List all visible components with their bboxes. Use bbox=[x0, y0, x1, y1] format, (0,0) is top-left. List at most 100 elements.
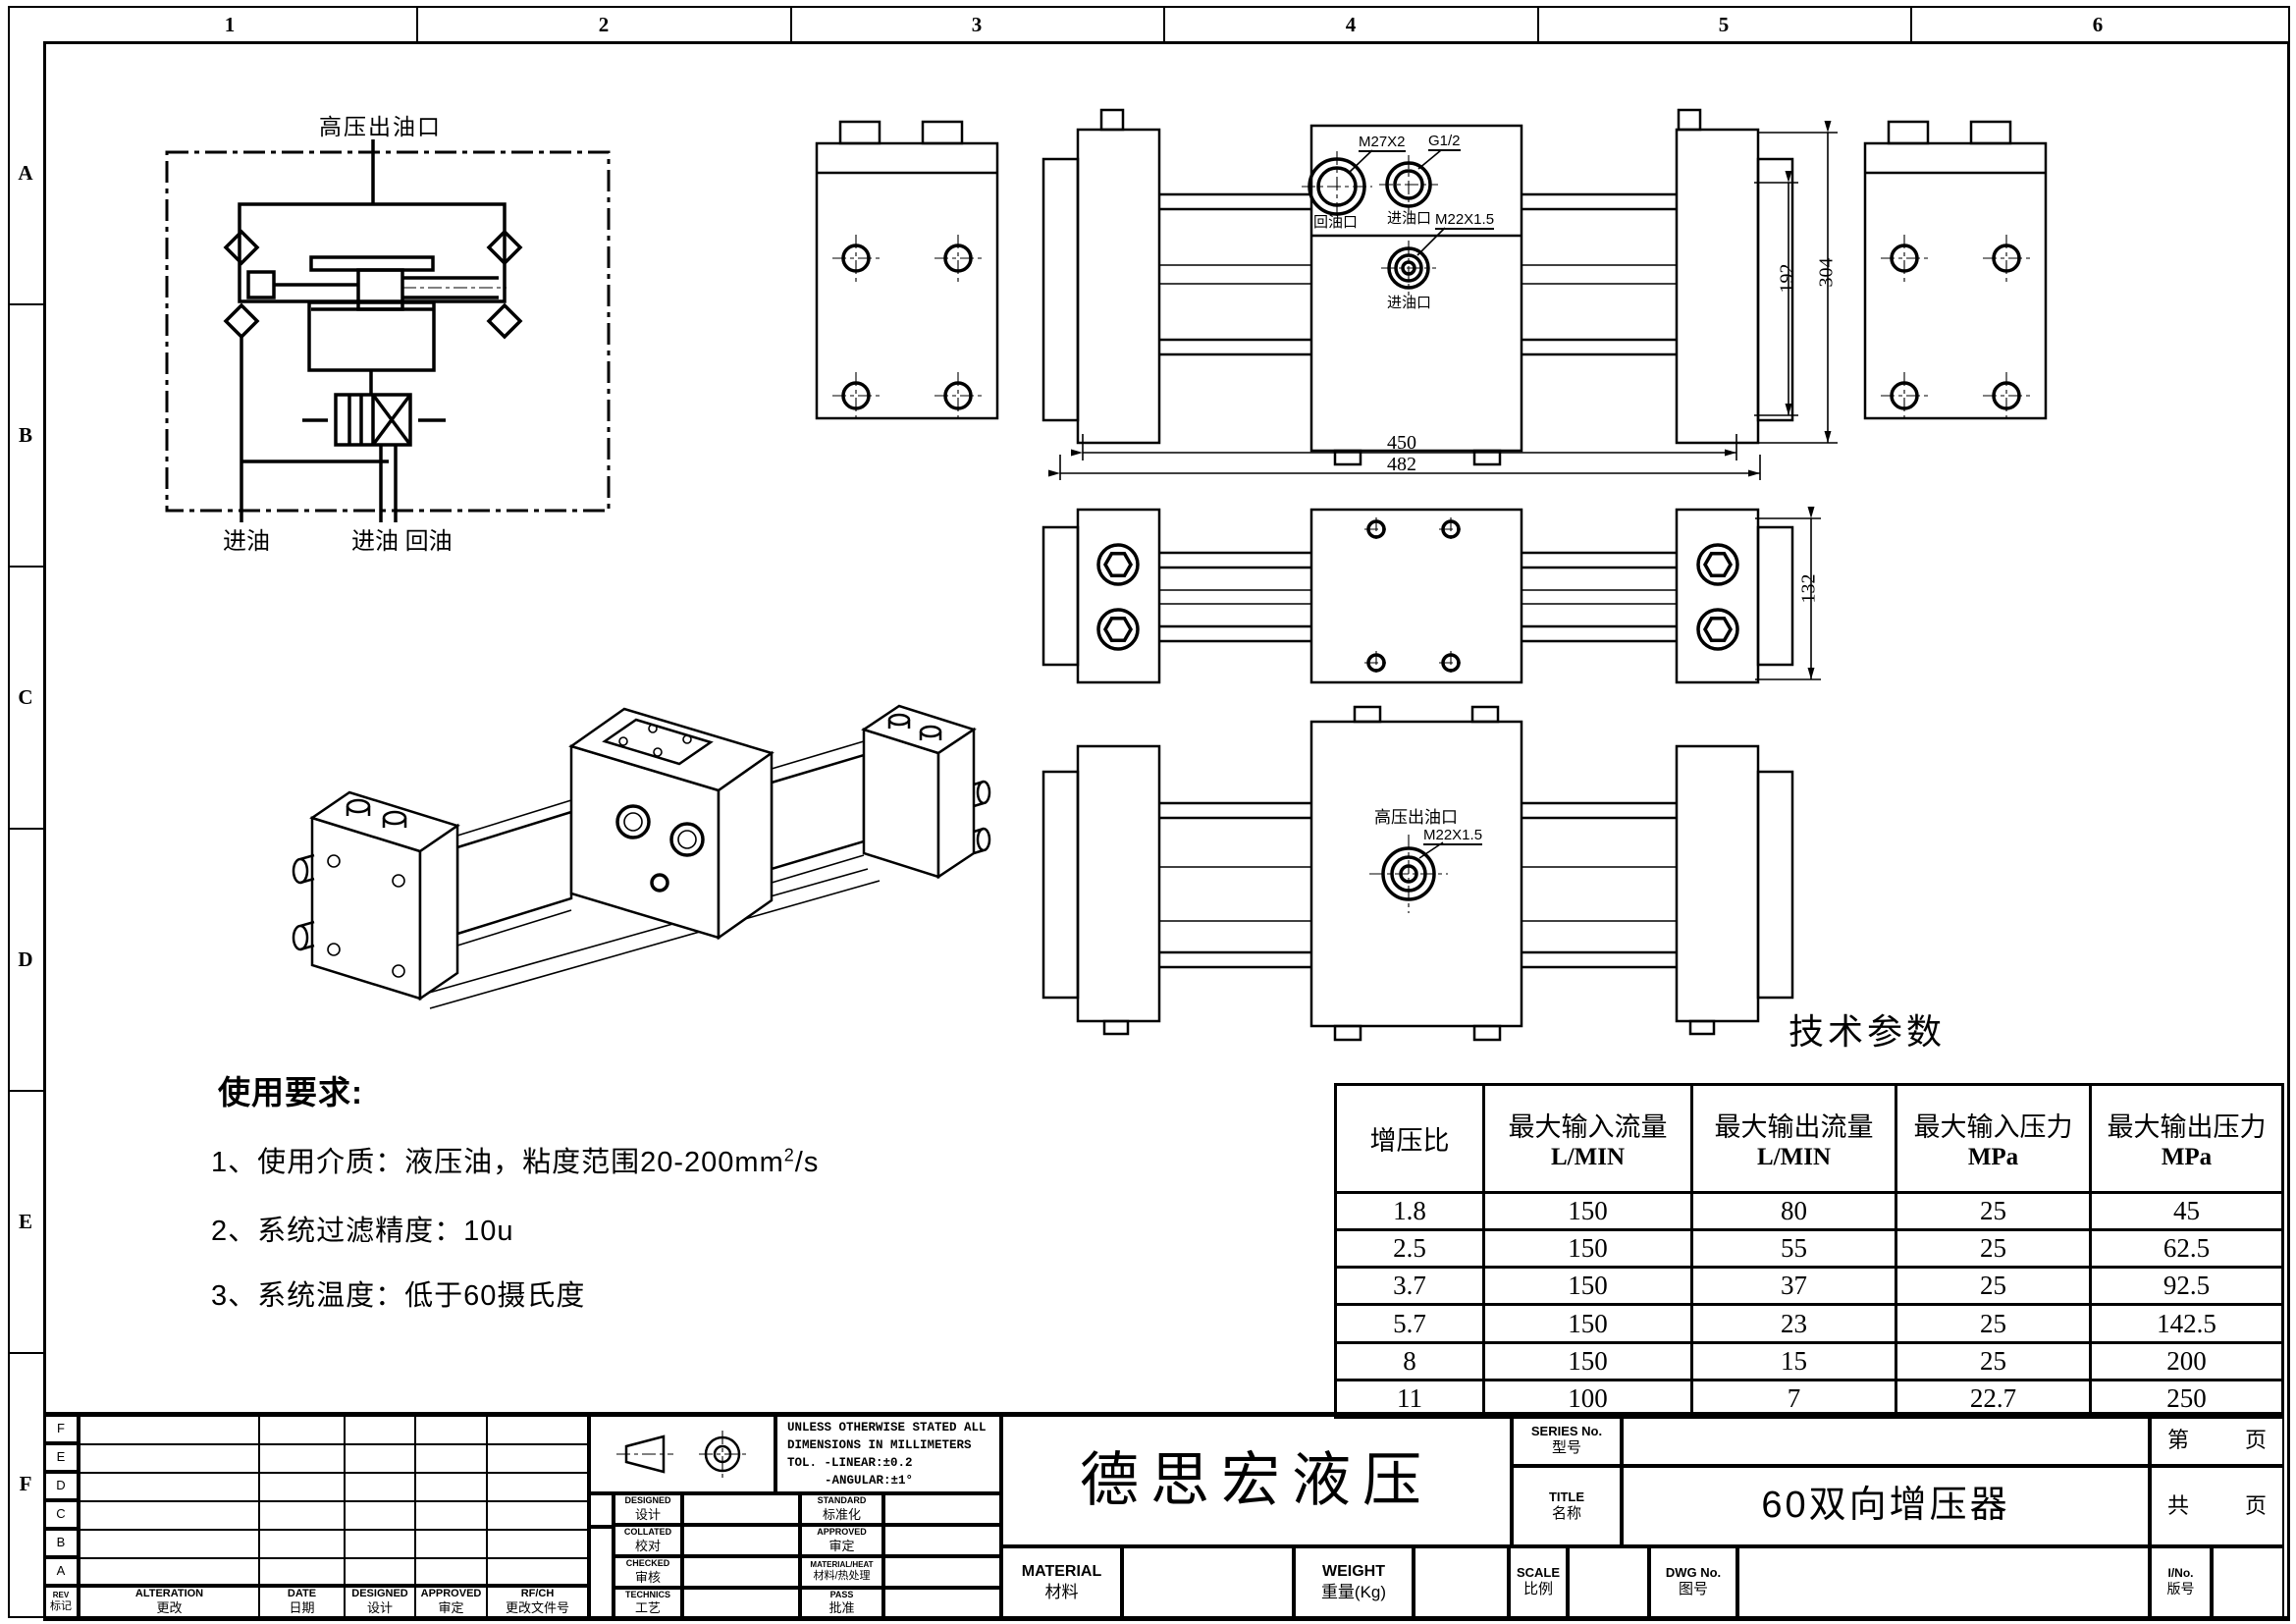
issue-no-label: I/No.版号 bbox=[2150, 1546, 2212, 1618]
dim-inner-height: 192 bbox=[1776, 263, 1798, 294]
rev-letter-b: B bbox=[43, 1529, 79, 1557]
right-end-view bbox=[1861, 116, 2050, 422]
tech-table-title: 技术参数 bbox=[1788, 1011, 1946, 1052]
series-no-label: SERIES No.型号 bbox=[1512, 1415, 1622, 1466]
grid-row-e: E bbox=[18, 1210, 32, 1233]
note-item-1-text: 1、使用介质：液压油，粘度范围20-200mm bbox=[211, 1147, 784, 1178]
projection-symbol-box bbox=[589, 1415, 775, 1493]
note-item-1-suffix: /s bbox=[794, 1147, 820, 1178]
grid-row-c: C bbox=[18, 685, 33, 709]
page-total-unit: 页 bbox=[2244, 1493, 2267, 1519]
projection-symbol bbox=[599, 1423, 766, 1486]
rev-letter-c: C bbox=[43, 1500, 79, 1529]
page-total-label: 共 bbox=[2167, 1493, 2190, 1519]
rev-letter-f: F bbox=[43, 1415, 79, 1443]
signoff-technics-value bbox=[682, 1588, 800, 1618]
tolerance-line-4: -ANGULAR:±1° bbox=[825, 1474, 914, 1489]
signoff-designed-value bbox=[682, 1493, 800, 1525]
note-item-3: 3、系统温度：低于60摄氏度 bbox=[211, 1280, 586, 1312]
rev-letter-a: A bbox=[43, 1557, 79, 1586]
grid-col-4: 4 bbox=[1345, 13, 1357, 36]
tolerance-note: UNLESS OTHERWISE STATED ALL DIMENSIONS I… bbox=[775, 1415, 1001, 1493]
dim-outer-width: 482 bbox=[1387, 454, 1416, 475]
inner-border bbox=[43, 41, 2290, 1621]
tolerance-line-1: UNLESS OTHERWISE STATED ALL bbox=[787, 1420, 987, 1435]
weight-value bbox=[1414, 1546, 1509, 1618]
notes-heading: 使用要求: bbox=[218, 1074, 363, 1110]
left-end-view bbox=[813, 116, 1001, 422]
note-item-1: 1、使用介质：液压油，粘度范围20-200mm2/s bbox=[211, 1139, 819, 1180]
outlet-port-thread: M22X1.5 bbox=[1423, 827, 1483, 845]
grid-col-2: 2 bbox=[598, 13, 610, 36]
signoff-pass-value bbox=[883, 1588, 1001, 1618]
schematic-outlet-label: 高压出油口 bbox=[319, 114, 442, 139]
dwg-no-label: DWG No.图号 bbox=[1649, 1546, 1737, 1618]
page-total-box: 共 页 bbox=[2150, 1466, 2284, 1546]
return-port-thread: M27X2 bbox=[1359, 134, 1406, 152]
grid-col-6: 6 bbox=[2092, 13, 2104, 36]
signoff-material-heat-value bbox=[883, 1556, 1001, 1588]
outlet-view bbox=[1031, 705, 1831, 1044]
company-name: 德思宏液压 bbox=[1001, 1415, 1512, 1546]
page-first-unit: 页 bbox=[2244, 1428, 2267, 1453]
inlet-mid-label: 进油口 bbox=[1387, 295, 1432, 311]
material-value bbox=[1122, 1546, 1294, 1618]
dwg-no-value bbox=[1737, 1546, 2150, 1618]
tech-col-ratio: 增压比 bbox=[1334, 1083, 1485, 1194]
scale-value bbox=[1568, 1546, 1649, 1618]
rev-letter-e: E bbox=[43, 1443, 79, 1472]
grid-col-3: 3 bbox=[971, 13, 983, 36]
grid-col-1: 1 bbox=[224, 13, 236, 36]
grid-row-b: B bbox=[18, 423, 32, 447]
title-value: 60双向增压器 bbox=[1622, 1466, 2150, 1546]
grid-row-d: D bbox=[18, 947, 33, 971]
plan-view bbox=[1031, 496, 1831, 692]
dim-inner-width: 450 bbox=[1387, 432, 1416, 454]
isometric-view bbox=[275, 565, 1001, 1026]
grid-row-f: F bbox=[19, 1472, 32, 1495]
dimension-lines bbox=[1048, 121, 1845, 903]
hydraulic-schematic bbox=[157, 137, 628, 530]
grid-col-5: 5 bbox=[1718, 13, 1730, 36]
inlet-top-label: 进油口 bbox=[1387, 210, 1432, 227]
issue-no-value bbox=[2212, 1546, 2284, 1618]
dim-outer-height: 304 bbox=[1815, 257, 1838, 288]
tolerance-line-3: TOL. -LINEAR:±0.2 bbox=[787, 1456, 913, 1470]
schematic-inlet-return-label: 进油 回油 bbox=[351, 528, 453, 555]
note-item-1-sup: 2 bbox=[783, 1145, 795, 1165]
return-port-label: 回油口 bbox=[1313, 214, 1359, 231]
signoff-approved-value bbox=[883, 1525, 1001, 1556]
signoff-standard-value bbox=[883, 1493, 1001, 1525]
dim-plan-height: 132 bbox=[1797, 573, 1820, 604]
signoff-collated-value bbox=[682, 1525, 800, 1556]
page-no-box: 第 页 bbox=[2150, 1415, 2284, 1466]
schematic-inlet-label: 进油 bbox=[223, 528, 270, 555]
rev-letter-d: D bbox=[43, 1472, 79, 1500]
series-no-value bbox=[1622, 1415, 2150, 1466]
